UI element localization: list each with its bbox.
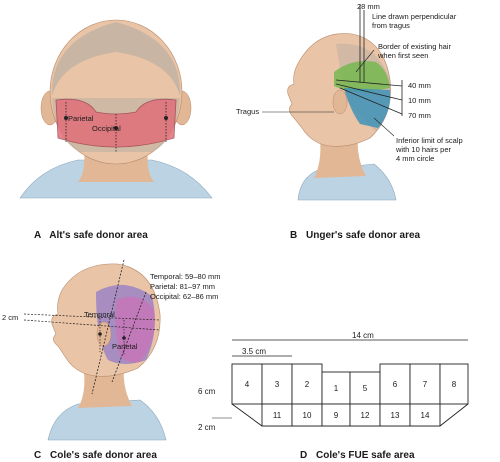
- caption-a: A Alt's safe donor area: [34, 230, 148, 241]
- fue-box-label-14: 14: [421, 411, 430, 420]
- label-parietal-a: Parietal: [68, 114, 94, 123]
- panel-b: 28 mm Line drawn perpendicular from trag…: [236, 2, 463, 201]
- caption-c: C Cole's safe donor area: [34, 450, 157, 461]
- label-occipital-a: Occipital: [92, 124, 121, 133]
- label-6cm: 6 cm: [198, 387, 216, 396]
- caption-b: B Unger's safe donor area: [290, 230, 421, 241]
- fue-box-label-5: 5: [363, 384, 368, 393]
- label-border-1: Border of existing hair: [378, 42, 451, 51]
- fue-box-label-4: 4: [245, 380, 250, 389]
- ear-b: [332, 89, 348, 115]
- panel-c: Temporal: 59–80 mm Parietal: 81–97 mm Oc…: [2, 259, 220, 441]
- label-perp-1: Line drawn perpendicular: [372, 12, 457, 21]
- fue-box-1: [321, 371, 351, 405]
- ear-c: [96, 321, 112, 347]
- label-2cm-c: 2 cm: [2, 313, 18, 322]
- unger-blue-zone: [344, 88, 391, 128]
- panel-a: Parietal Occipital: [19, 19, 213, 199]
- label-parietal-range: Parietal: 81–97 mm: [150, 282, 215, 291]
- label-40mm: 40 mm: [408, 81, 431, 90]
- fue-box-label-11: 11: [273, 411, 282, 420]
- caption-a-letter: A: [34, 230, 41, 241]
- fue-box-label-3: 3: [275, 380, 280, 389]
- fue-box-label-8: 8: [452, 380, 457, 389]
- label-inferior-1: Inferior limit of scalp: [396, 136, 463, 145]
- fue-box-14: [409, 403, 441, 427]
- caption-d: D Cole's FUE safe area: [300, 450, 415, 461]
- fue-box-label-13: 13: [391, 411, 400, 420]
- label-border-2: when first seen: [377, 51, 428, 60]
- label-2cm-d: 2 cm: [198, 423, 216, 432]
- fue-box-label-2: 2: [305, 380, 310, 389]
- fue-box-4: [231, 363, 263, 405]
- fue-box-label-6: 6: [393, 380, 398, 389]
- caption-d-text: Cole's FUE safe area: [316, 450, 415, 461]
- fue-box-7: [409, 363, 441, 405]
- caption-c-letter: C: [34, 450, 41, 461]
- label-inferior-3: 4 mm circle: [396, 154, 434, 163]
- label-perp-2: from tragus: [372, 21, 410, 30]
- shirt-c: [47, 399, 167, 441]
- label-inferior-2: with 10 hairs per: [395, 145, 452, 154]
- fue-box-2: [291, 363, 323, 405]
- fue-box-5: [349, 371, 381, 405]
- unger-green-zone: [334, 61, 390, 92]
- hair-back: [51, 22, 181, 96]
- caption-a-text: Alt's safe donor area: [49, 230, 148, 241]
- caption-b-text: Unger's safe donor area: [306, 230, 421, 241]
- fue-box-label-7: 7: [423, 380, 428, 389]
- label-tragus: Tragus: [236, 107, 259, 116]
- label-3-5cm: 3.5 cm: [242, 347, 266, 356]
- label-70mm: 70 mm: [408, 111, 431, 120]
- fue-box-6: [379, 363, 411, 405]
- label-temporal-range: Temporal: 59–80 mm: [150, 272, 220, 281]
- caption-b-letter: B: [290, 230, 297, 241]
- fue-box-label-10: 10: [303, 411, 312, 420]
- fue-box-8: [439, 363, 469, 405]
- caption-c-text: Cole's safe donor area: [50, 450, 157, 461]
- label-occipital-range: Occipital: 62–86 mm: [150, 292, 218, 301]
- bottom-box-row: 11 10 9 12 13 14: [231, 403, 469, 427]
- fue-box-label-9: 9: [334, 411, 339, 420]
- label-parietal-c: Parietal: [112, 342, 138, 351]
- top-box-row: 4 3 2 1 5 6 7 8: [231, 363, 469, 405]
- fue-box-label-1: 1: [334, 384, 339, 393]
- caption-d-letter: D: [300, 450, 307, 461]
- label-14cm: 14 cm: [352, 331, 374, 340]
- label-10mm: 10 mm: [408, 96, 431, 105]
- label-temporal-c: Temporal: [84, 310, 115, 319]
- fue-box-label-12: 12: [361, 411, 370, 420]
- label-28mm: 28 mm: [357, 2, 380, 11]
